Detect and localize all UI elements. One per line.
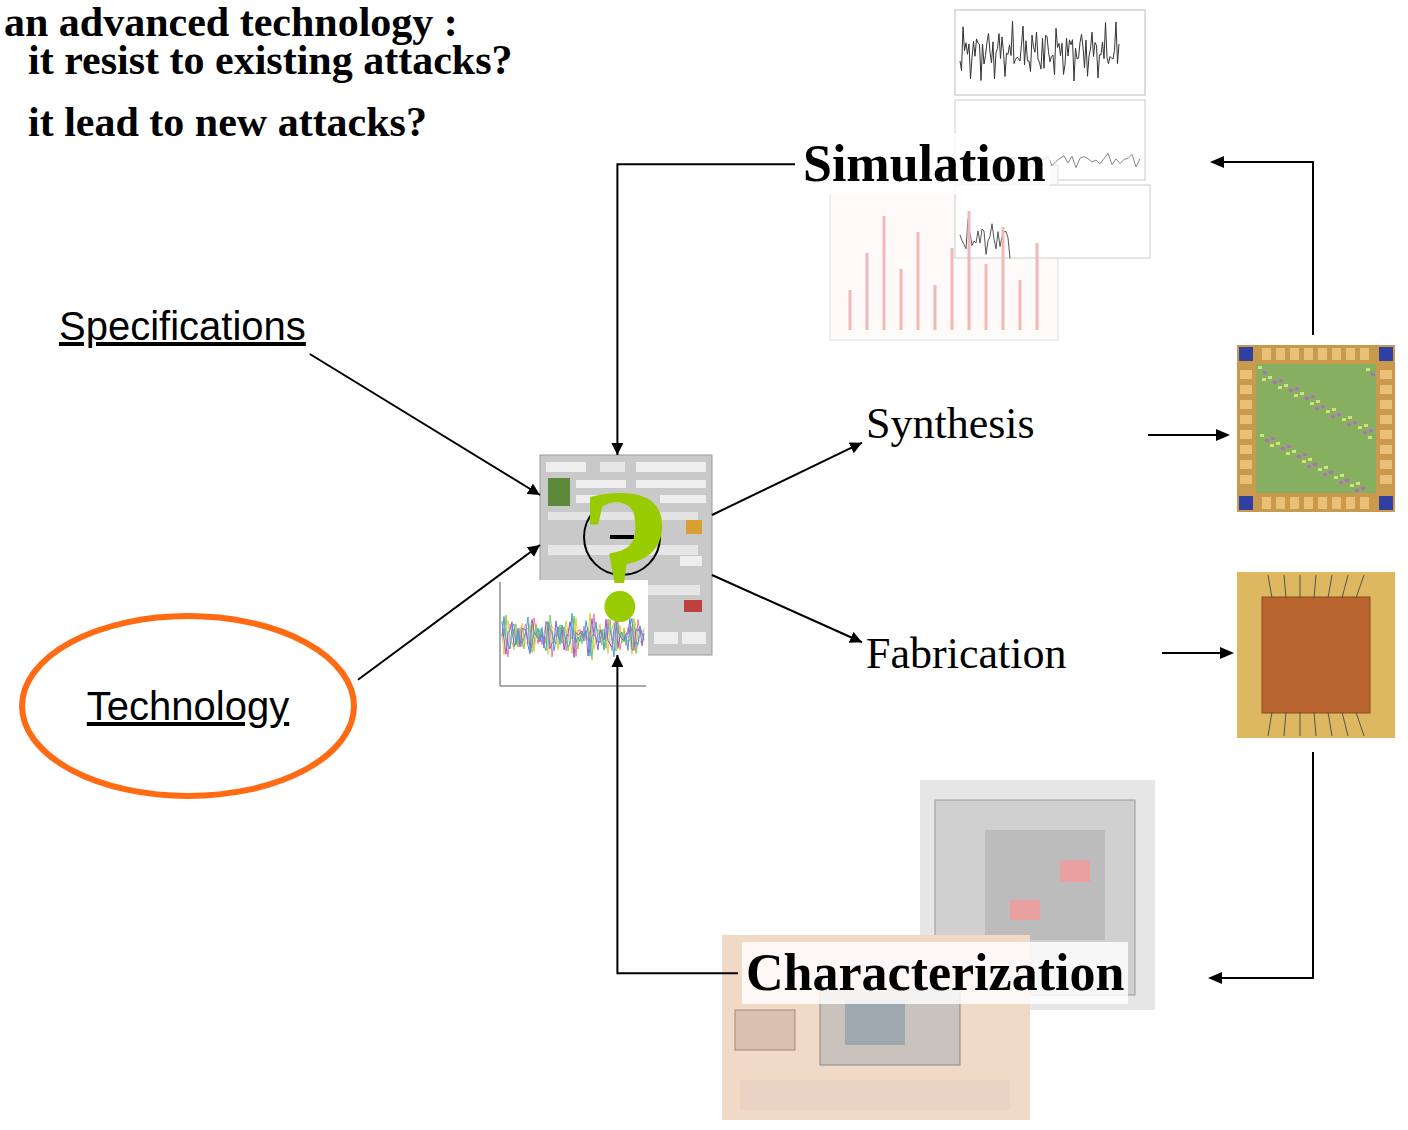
heading-line: it lead to new attacks? bbox=[28, 100, 427, 144]
tool-screenshot bbox=[497, 455, 712, 690]
node-label: Technology bbox=[87, 682, 289, 730]
process-step: Synthesis bbox=[862, 394, 1039, 455]
stage-title: Characterization bbox=[738, 938, 1132, 1008]
flow-arrow bbox=[712, 575, 862, 642]
fabricated-chip bbox=[1237, 572, 1395, 738]
heading-line: it resist to existing attacks? bbox=[28, 38, 513, 82]
node-label: Simulation bbox=[799, 133, 1050, 195]
chip-flow-arrows bbox=[1148, 156, 1313, 984]
node-label: Fabrication bbox=[866, 628, 1066, 681]
flow-arrow bbox=[617, 164, 795, 455]
question-mark: ? bbox=[540, 455, 712, 655]
node-label: Characterization bbox=[742, 942, 1128, 1004]
flow-arrow bbox=[310, 354, 540, 495]
test-bench-photos bbox=[722, 780, 1155, 1120]
flow-arrow bbox=[617, 655, 738, 973]
highlighted-input: Technology bbox=[18, 612, 358, 800]
stage-title: Simulation bbox=[795, 129, 1054, 199]
node-label: Specifications bbox=[59, 302, 306, 350]
input-label: Specifications bbox=[55, 298, 310, 354]
node-label: Synthesis bbox=[866, 398, 1035, 451]
node-label: ? bbox=[579, 460, 674, 650]
process-step: Fabrication bbox=[862, 624, 1070, 685]
synthesized-chip bbox=[1237, 345, 1395, 512]
flow-arrow bbox=[358, 545, 540, 680]
flow-arrow bbox=[712, 443, 862, 515]
